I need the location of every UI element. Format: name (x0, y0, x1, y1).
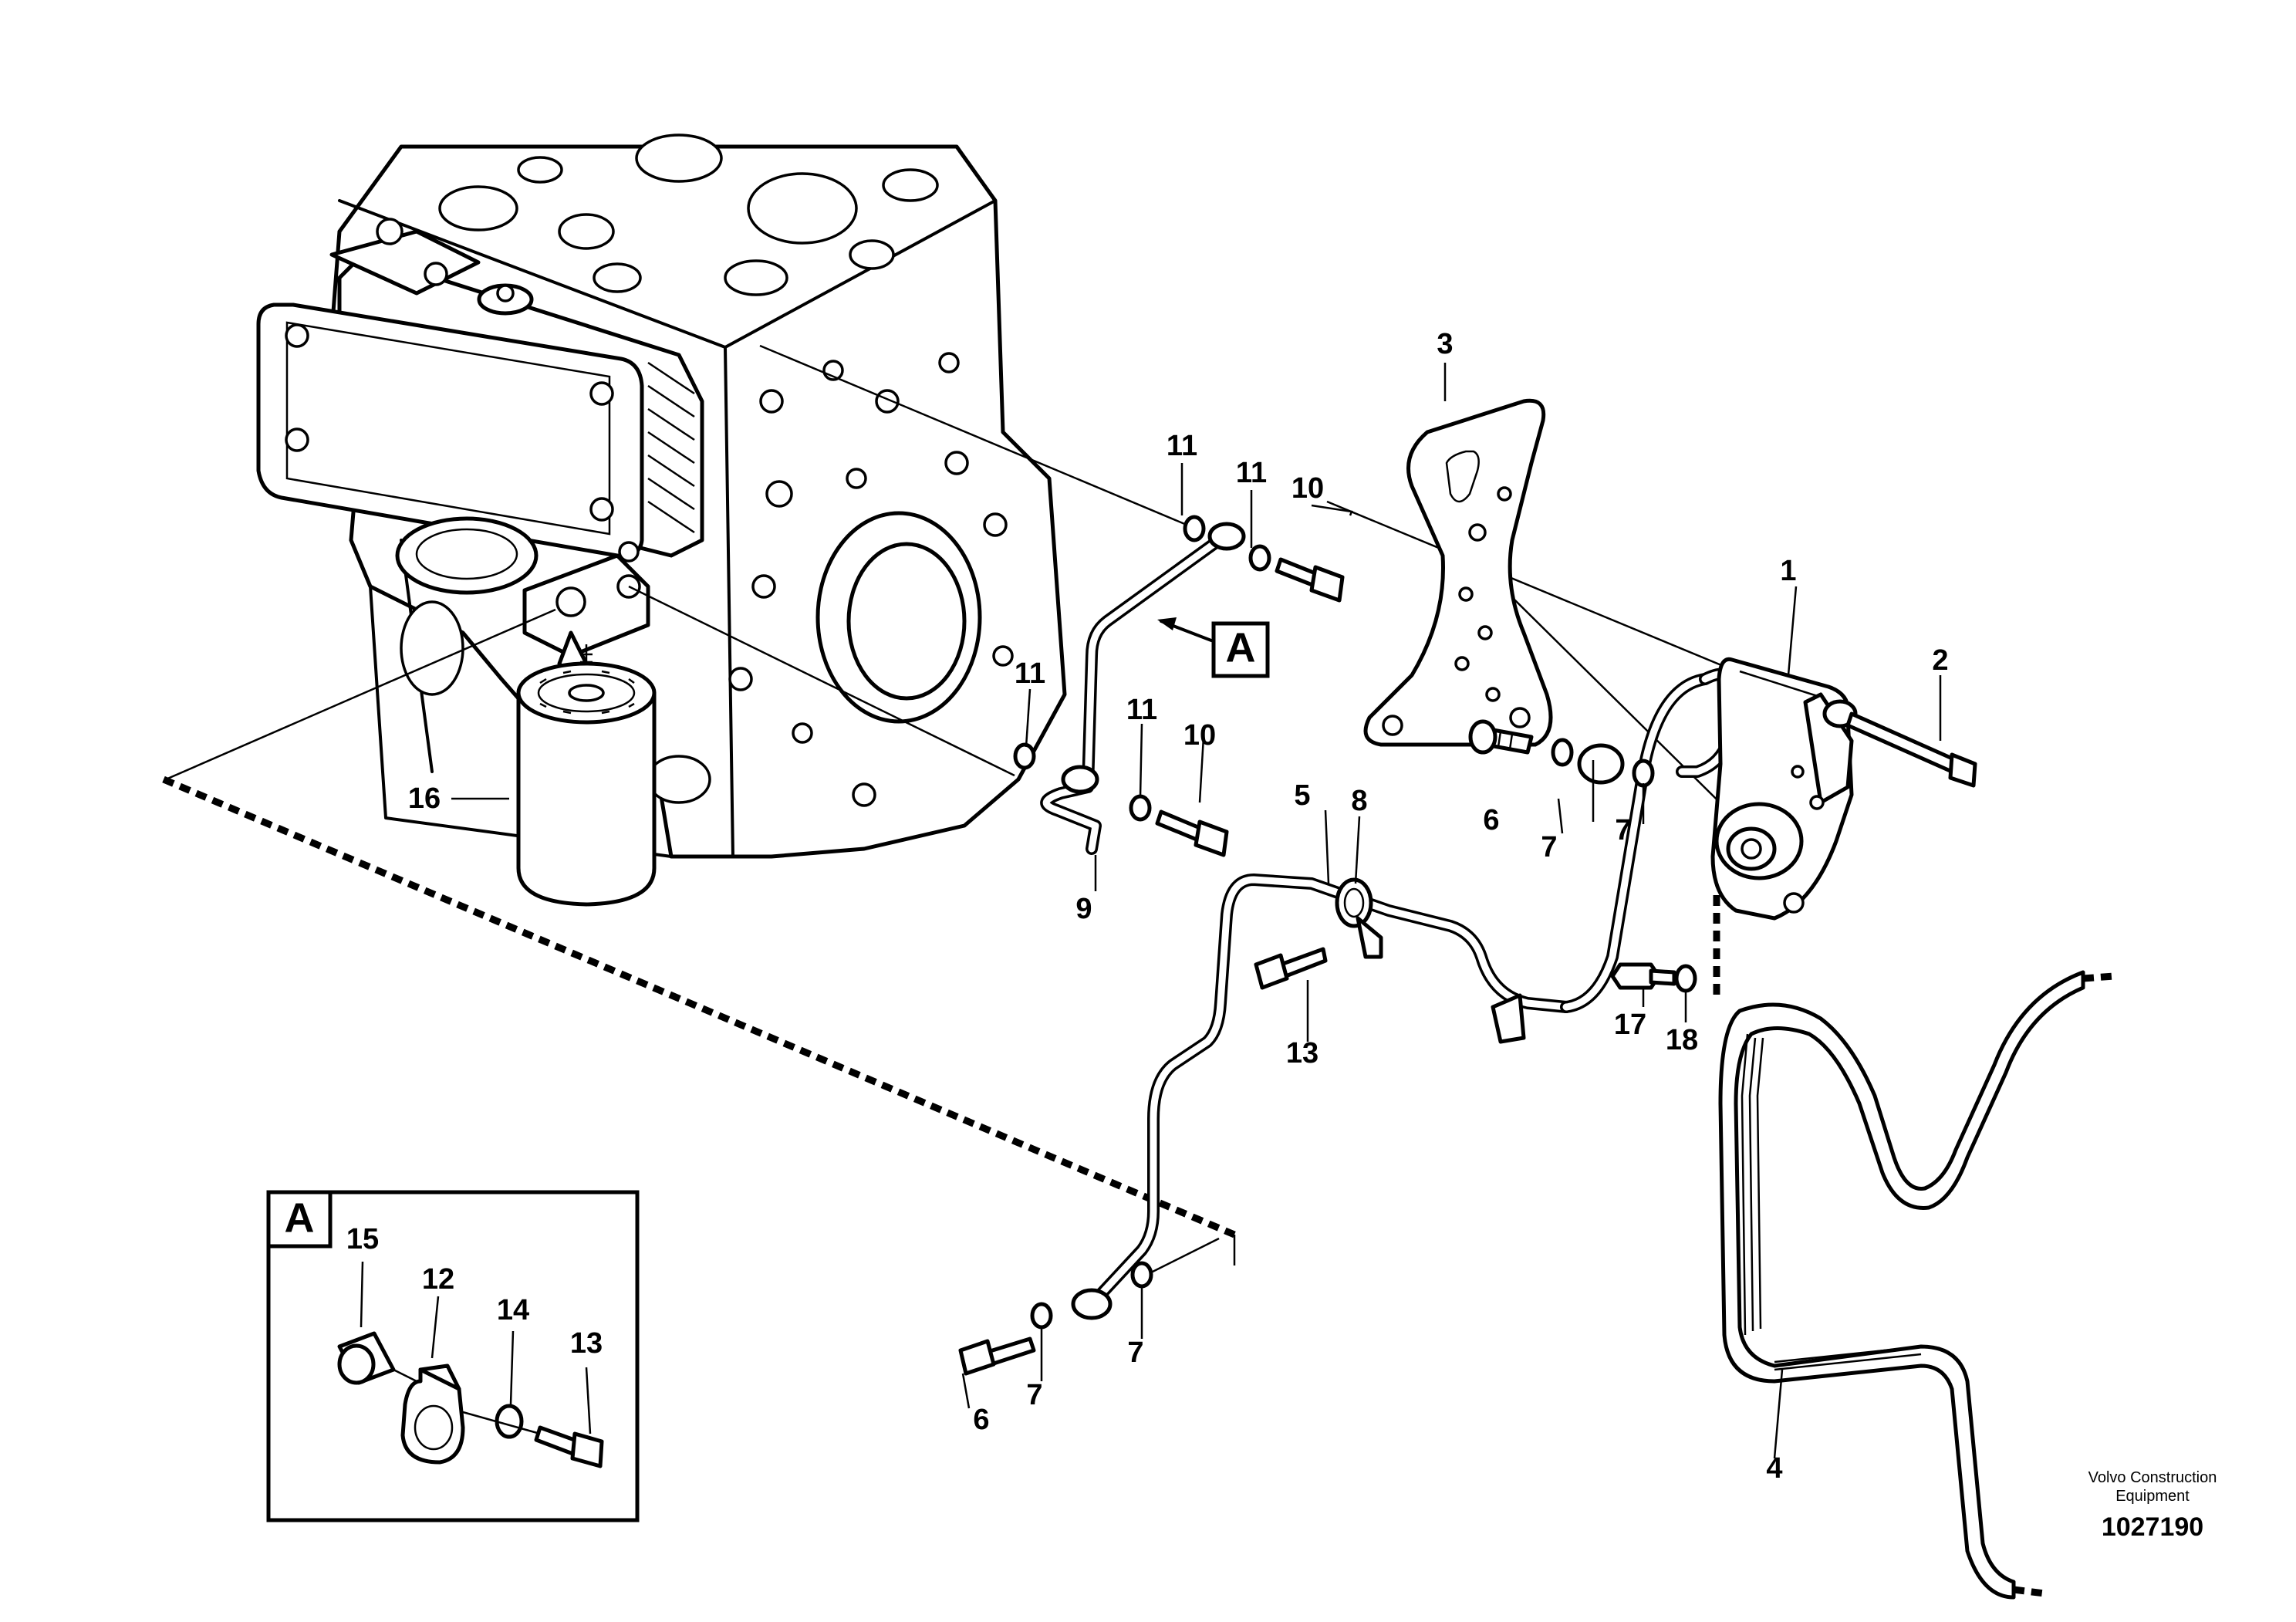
callout-13-detail: 13 (570, 1327, 603, 1360)
callout-7-lower-b: 7 (1127, 1336, 1143, 1369)
callout-11-a: 11 (1167, 430, 1197, 462)
callout-labels: 1 2 3 4 5 6 6 7 7 7 7 8 9 10 10 11 11 11… (346, 328, 1949, 1485)
callout-9: 9 (1075, 893, 1092, 925)
washer-18 (1674, 964, 1697, 993)
brand-line-2: Equipment (2115, 1488, 2190, 1505)
washer-7-lower-a (1030, 1302, 1053, 1330)
callout-8: 8 (1351, 785, 1367, 817)
washer-11-b (1248, 544, 1271, 572)
callout-2: 2 (1932, 644, 1948, 677)
bolt-10-upper (1275, 557, 1345, 603)
clamp-12 (400, 1363, 465, 1465)
washer-11-a (1183, 515, 1206, 542)
callout-14: 14 (497, 1294, 529, 1326)
callout-7-upper-b: 7 (1615, 814, 1631, 846)
callout-6-lower: 6 (973, 1404, 989, 1436)
drive-belt-4 (1718, 970, 2115, 1600)
detail-marker-a: A (1157, 617, 1270, 678)
leader-lines (360, 363, 1942, 1459)
callout-6-upper: 6 (1483, 804, 1499, 836)
clamp-8 (1335, 877, 1383, 959)
washer-7-upper-b (1632, 759, 1655, 788)
bracket-3 (1363, 398, 1553, 747)
washer-11-d (1129, 794, 1152, 822)
bolt-13-detail (534, 1425, 604, 1468)
callout-16: 16 (408, 782, 441, 815)
washer-7-lower-b (1130, 1261, 1153, 1289)
oil-cooler (256, 218, 704, 681)
footer: Volvo Construction Equipment 1027190 (2088, 1469, 2217, 1542)
bolt-2 (1845, 711, 1977, 788)
spacer-15 (337, 1331, 417, 1385)
washer-14 (495, 1404, 524, 1439)
detail-box-letter: A (285, 1195, 315, 1241)
washer-11-c (1013, 742, 1036, 770)
callout-18: 18 (1666, 1024, 1698, 1056)
callout-10-upper: 10 (1292, 472, 1324, 505)
callout-11-b: 11 (1236, 457, 1267, 489)
callout-7-lower-a: 7 (1026, 1379, 1042, 1411)
callout-7-upper-a: 7 (1541, 831, 1557, 863)
callout-11-c: 11 (1015, 657, 1045, 690)
callout-11-d: 11 (1126, 694, 1157, 726)
banjo-bolt-6-upper (1468, 719, 1534, 755)
tensioner-1 (1710, 657, 1858, 921)
callout-1: 1 (1780, 555, 1796, 587)
callout-15: 15 (346, 1223, 379, 1255)
callout-10-lower: 10 (1183, 719, 1216, 752)
bolt-13-main (1254, 947, 1328, 990)
callout-4: 4 (1766, 1452, 1782, 1485)
detail-view-a: A (266, 1190, 640, 1522)
banjo-fitting-upper (1577, 743, 1625, 785)
bolt-10-lower (1155, 809, 1229, 857)
callout-17: 17 (1614, 1009, 1646, 1041)
detail-marker-letter: A (1226, 624, 1256, 671)
callout-13-main: 13 (1286, 1037, 1319, 1070)
washer-7-upper-a (1551, 738, 1574, 767)
callout-5: 5 (1294, 779, 1310, 812)
document-number: 1027190 (2102, 1512, 2203, 1542)
pipe-9 (1040, 522, 1246, 855)
callout-12: 12 (422, 1263, 454, 1296)
bolt-6-lower (958, 1336, 1036, 1376)
fitting-17 (1610, 962, 1676, 990)
callout-3: 3 (1437, 328, 1453, 360)
oil-filter (516, 644, 657, 907)
brand-line-1: Volvo Construction (2088, 1469, 2217, 1486)
